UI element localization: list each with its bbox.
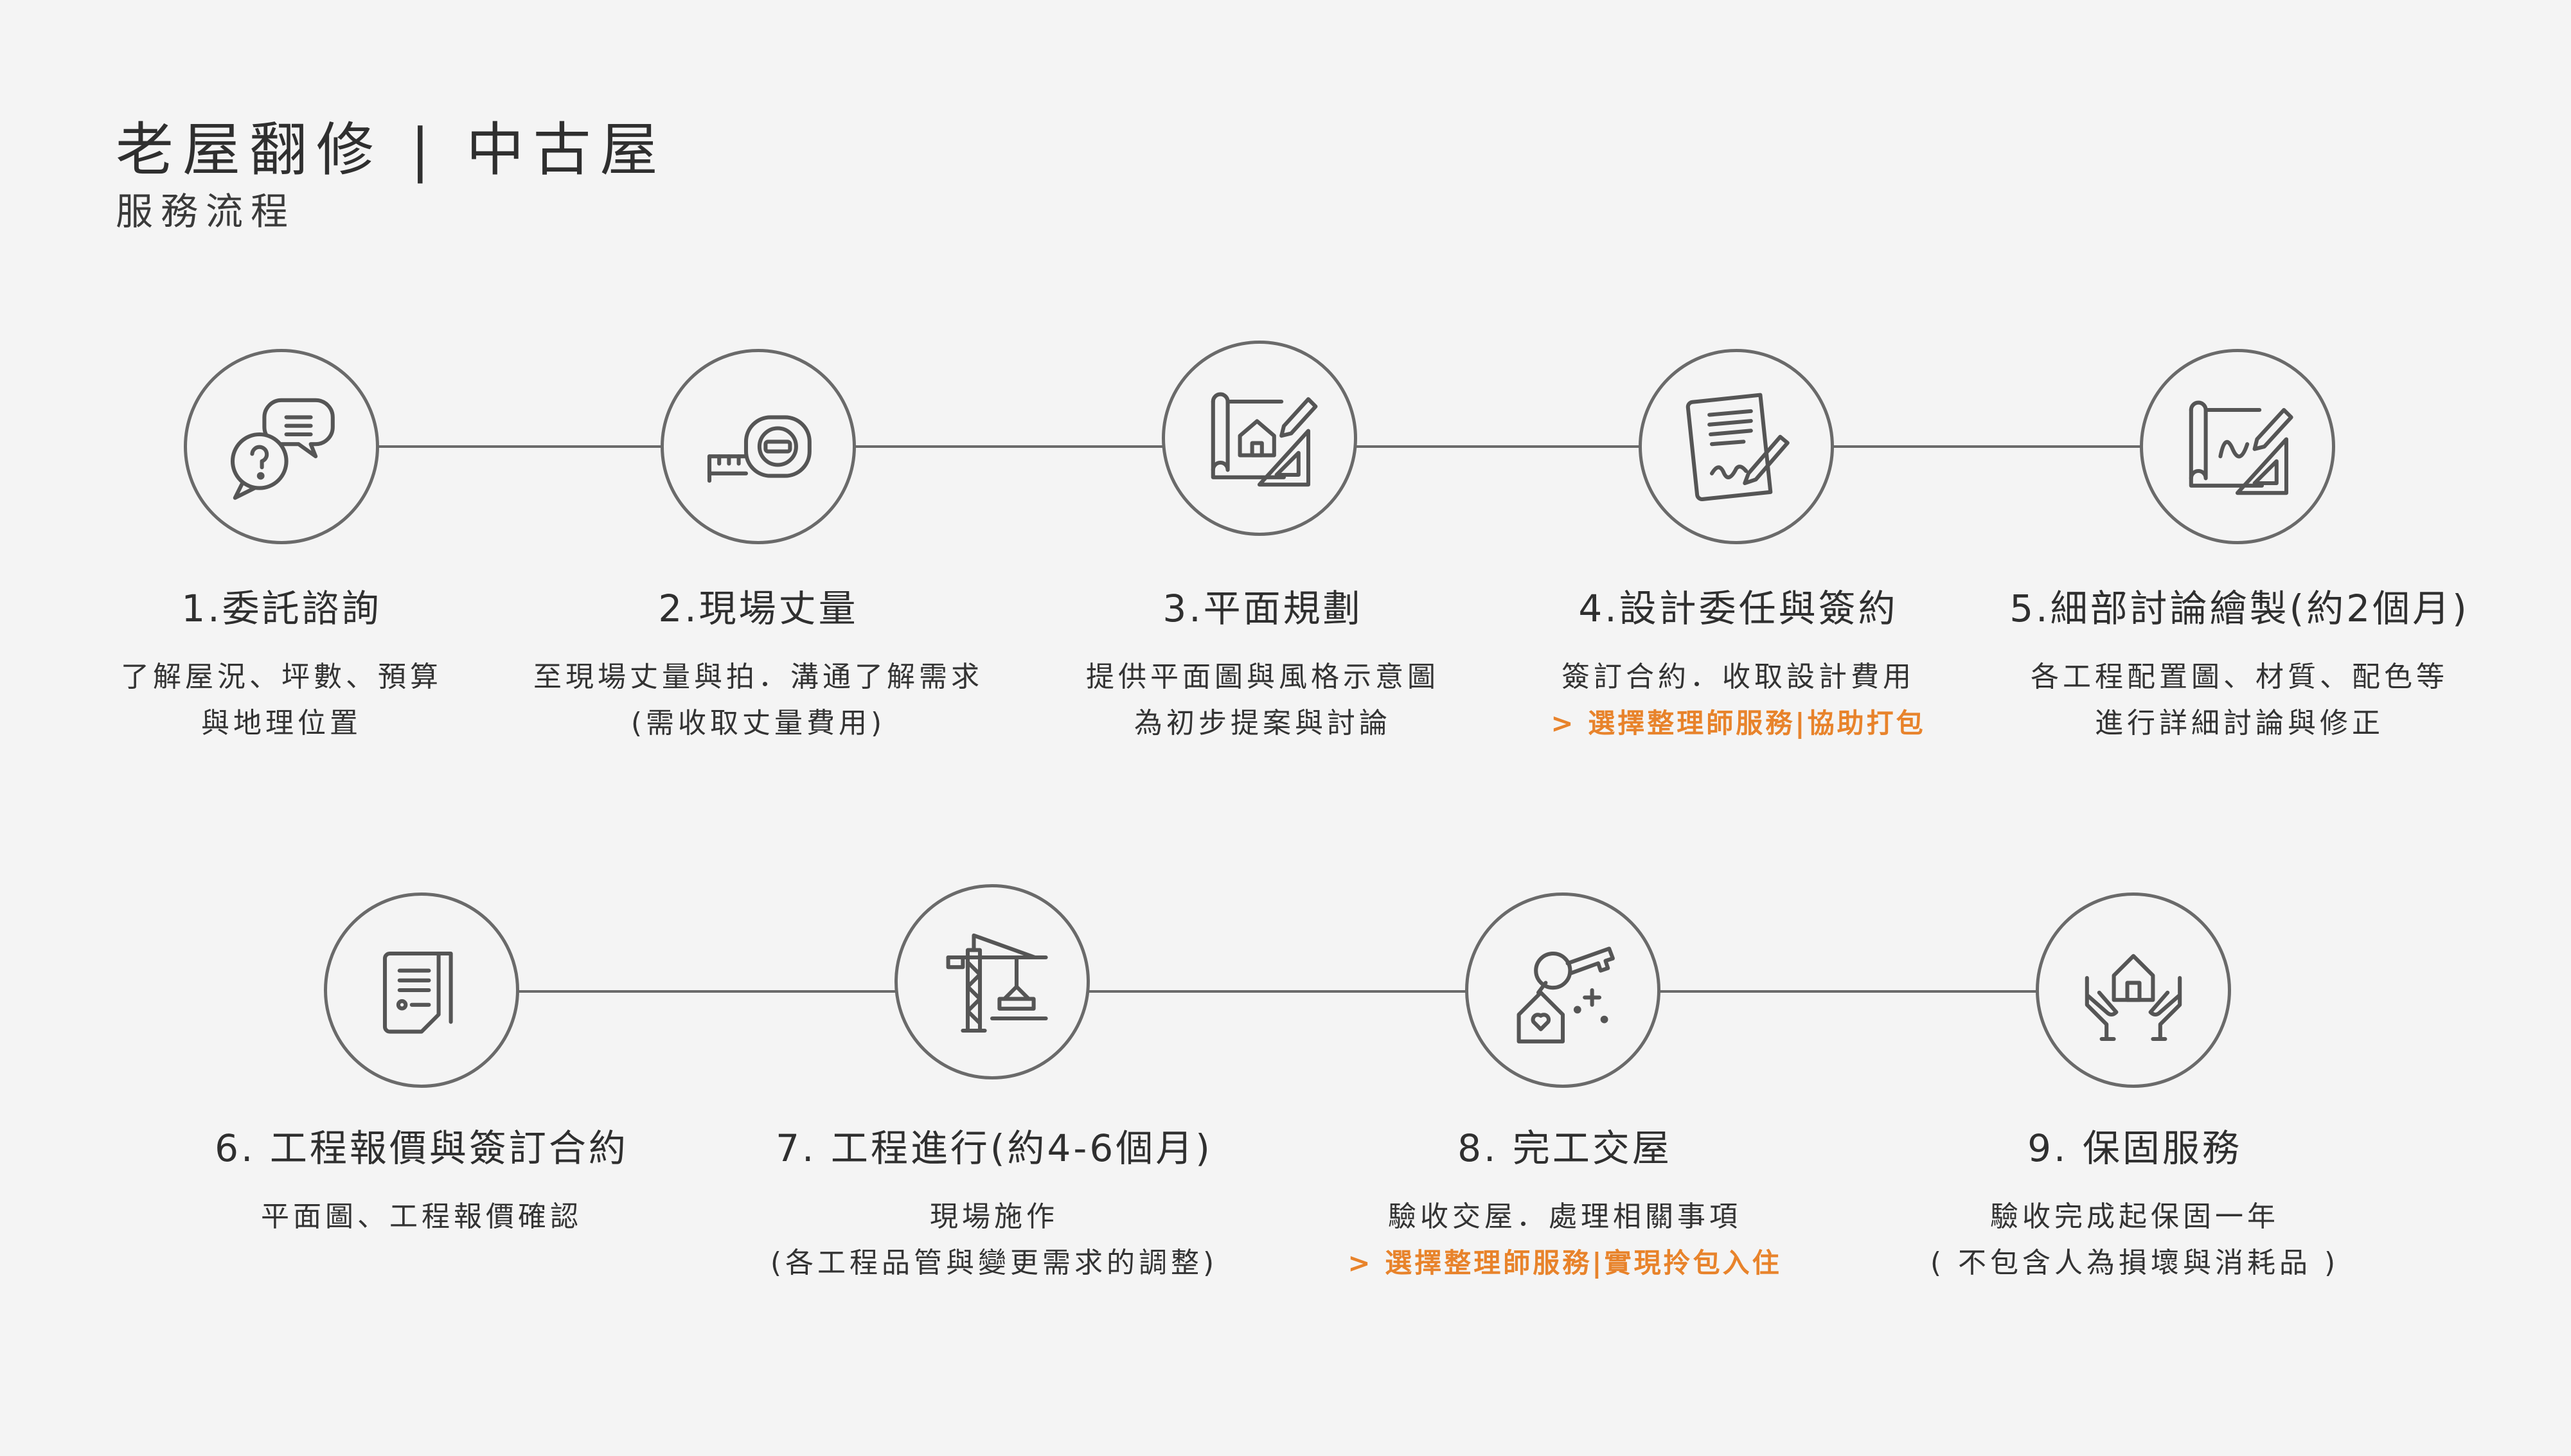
step-7: 7. 工程進行(約4-6個月) 現場施作 (各工程品管與變更需求的調整)	[731, 1118, 1258, 1286]
step-8: 8. 完工交屋 驗收交屋．處理相關事項 > 選擇整理師服務|實現拎包入住	[1301, 1118, 1828, 1286]
step-6: 6. 工程報價與簽訂合約 平面圖、工程報價確認	[158, 1118, 685, 1240]
floor-plan-icon	[1211, 392, 1318, 487]
step-6-title: 6. 工程報價與簽訂合約	[215, 1126, 628, 1170]
step-8-accent-link[interactable]: > 選擇整理師服務|實現拎包入住	[1348, 1247, 1782, 1279]
step-5-line-1: 各工程配置圖、材質、配色等	[2031, 661, 2448, 693]
step-4-line-1: 簽訂合約．收取設計費用	[1561, 661, 1915, 693]
connector-line-row2	[422, 990, 2140, 993]
house-key-icon	[1517, 946, 1615, 1043]
step-2-line-1: 至現場丈量與拍．溝通了解需求	[533, 661, 983, 693]
documents-icon	[382, 951, 453, 1034]
tape-measure-icon	[707, 415, 812, 483]
chat-question-icon	[230, 398, 335, 500]
step-9-line-1: 驗收完成起保固一年	[1990, 1200, 2279, 1233]
crane-icon	[946, 933, 1048, 1033]
step-2: 2.現場丈量 至現場丈量與拍．溝通了解需求 (需收取丈量費用)	[495, 578, 1022, 747]
step-1: 1.委託諮詢 了解屋況、坪數、預算 與地理位置	[18, 578, 545, 747]
step-9: 9. 保固服務 驗收完成起保固一年 ( 不包含人為損壞與消耗品 )	[1871, 1118, 2398, 1286]
step-2-circle	[661, 349, 856, 544]
page-title: 老屋翻修 | 中古屋	[116, 116, 667, 184]
step-7-line-1: 現場施作	[930, 1200, 1058, 1233]
step-3-title: 3.平面規劃	[1162, 587, 1363, 630]
step-1-line-2: 與地理位置	[201, 707, 362, 740]
step-8-title: 8. 完工交屋	[1457, 1126, 1672, 1170]
step-7-circle	[894, 884, 1090, 1079]
step-2-line-2: (需收取丈量費用)	[630, 707, 886, 740]
step-3-line-2: 為初步提案與討論	[1134, 707, 1391, 740]
step-7-line-2: (各工程品管與變更需求的調整)	[770, 1247, 1218, 1279]
step-5: 5.細部討論繪製(約2個月) 各工程配置圖、材質、配色等 進行詳細討論與修正	[1976, 578, 2503, 747]
step-1-title: 1.委託諮詢	[181, 587, 382, 630]
step-6-line-1: 平面圖、工程報價確認	[261, 1200, 582, 1233]
step-6-circle	[324, 892, 519, 1088]
step-3-circle	[1162, 341, 1357, 536]
step-9-circle	[2036, 892, 2231, 1088]
step-7-title: 7. 工程進行(約4-6個月)	[776, 1126, 1213, 1170]
step-5-title: 5.細部討論繪製(約2個月)	[2009, 587, 2469, 630]
step-4: 4.設計委任與簽約 簽訂合約．收取設計費用 > 選擇整理師服務|協助打包	[1475, 578, 2002, 747]
step-5-circle	[2140, 349, 2335, 544]
step-3: 3.平面規劃 提供平面圖與風格示意圖 為初步提案與討論	[999, 578, 1526, 747]
step-9-line-2: ( 不包含人為損壞與消耗品 )	[1930, 1247, 2340, 1279]
contract-sign-icon	[1686, 393, 1790, 501]
page-subtitle: 服務流程	[116, 190, 296, 233]
step-4-circle	[1639, 349, 1834, 544]
step-1-line-1: 了解屋況、坪數、預算	[121, 661, 442, 693]
step-2-title: 2.現場丈量	[658, 587, 858, 630]
step-5-line-2: 進行詳細討論與修正	[2095, 707, 2384, 740]
step-1-circle	[184, 349, 379, 544]
hands-house-icon	[2085, 954, 2182, 1042]
blueprint-drawing-icon	[2189, 400, 2293, 495]
step-8-line-1: 驗收交屋．處理相關事項	[1388, 1200, 1741, 1233]
step-8-circle	[1465, 892, 1660, 1088]
step-4-accent-link[interactable]: > 選擇整理師服務|協助打包	[1551, 707, 1926, 739]
step-9-title: 9. 保固服務	[2027, 1126, 2242, 1170]
step-3-line-1: 提供平面圖與風格示意圖	[1086, 661, 1439, 693]
step-4-title: 4.設計委任與簽約	[1578, 587, 1898, 630]
